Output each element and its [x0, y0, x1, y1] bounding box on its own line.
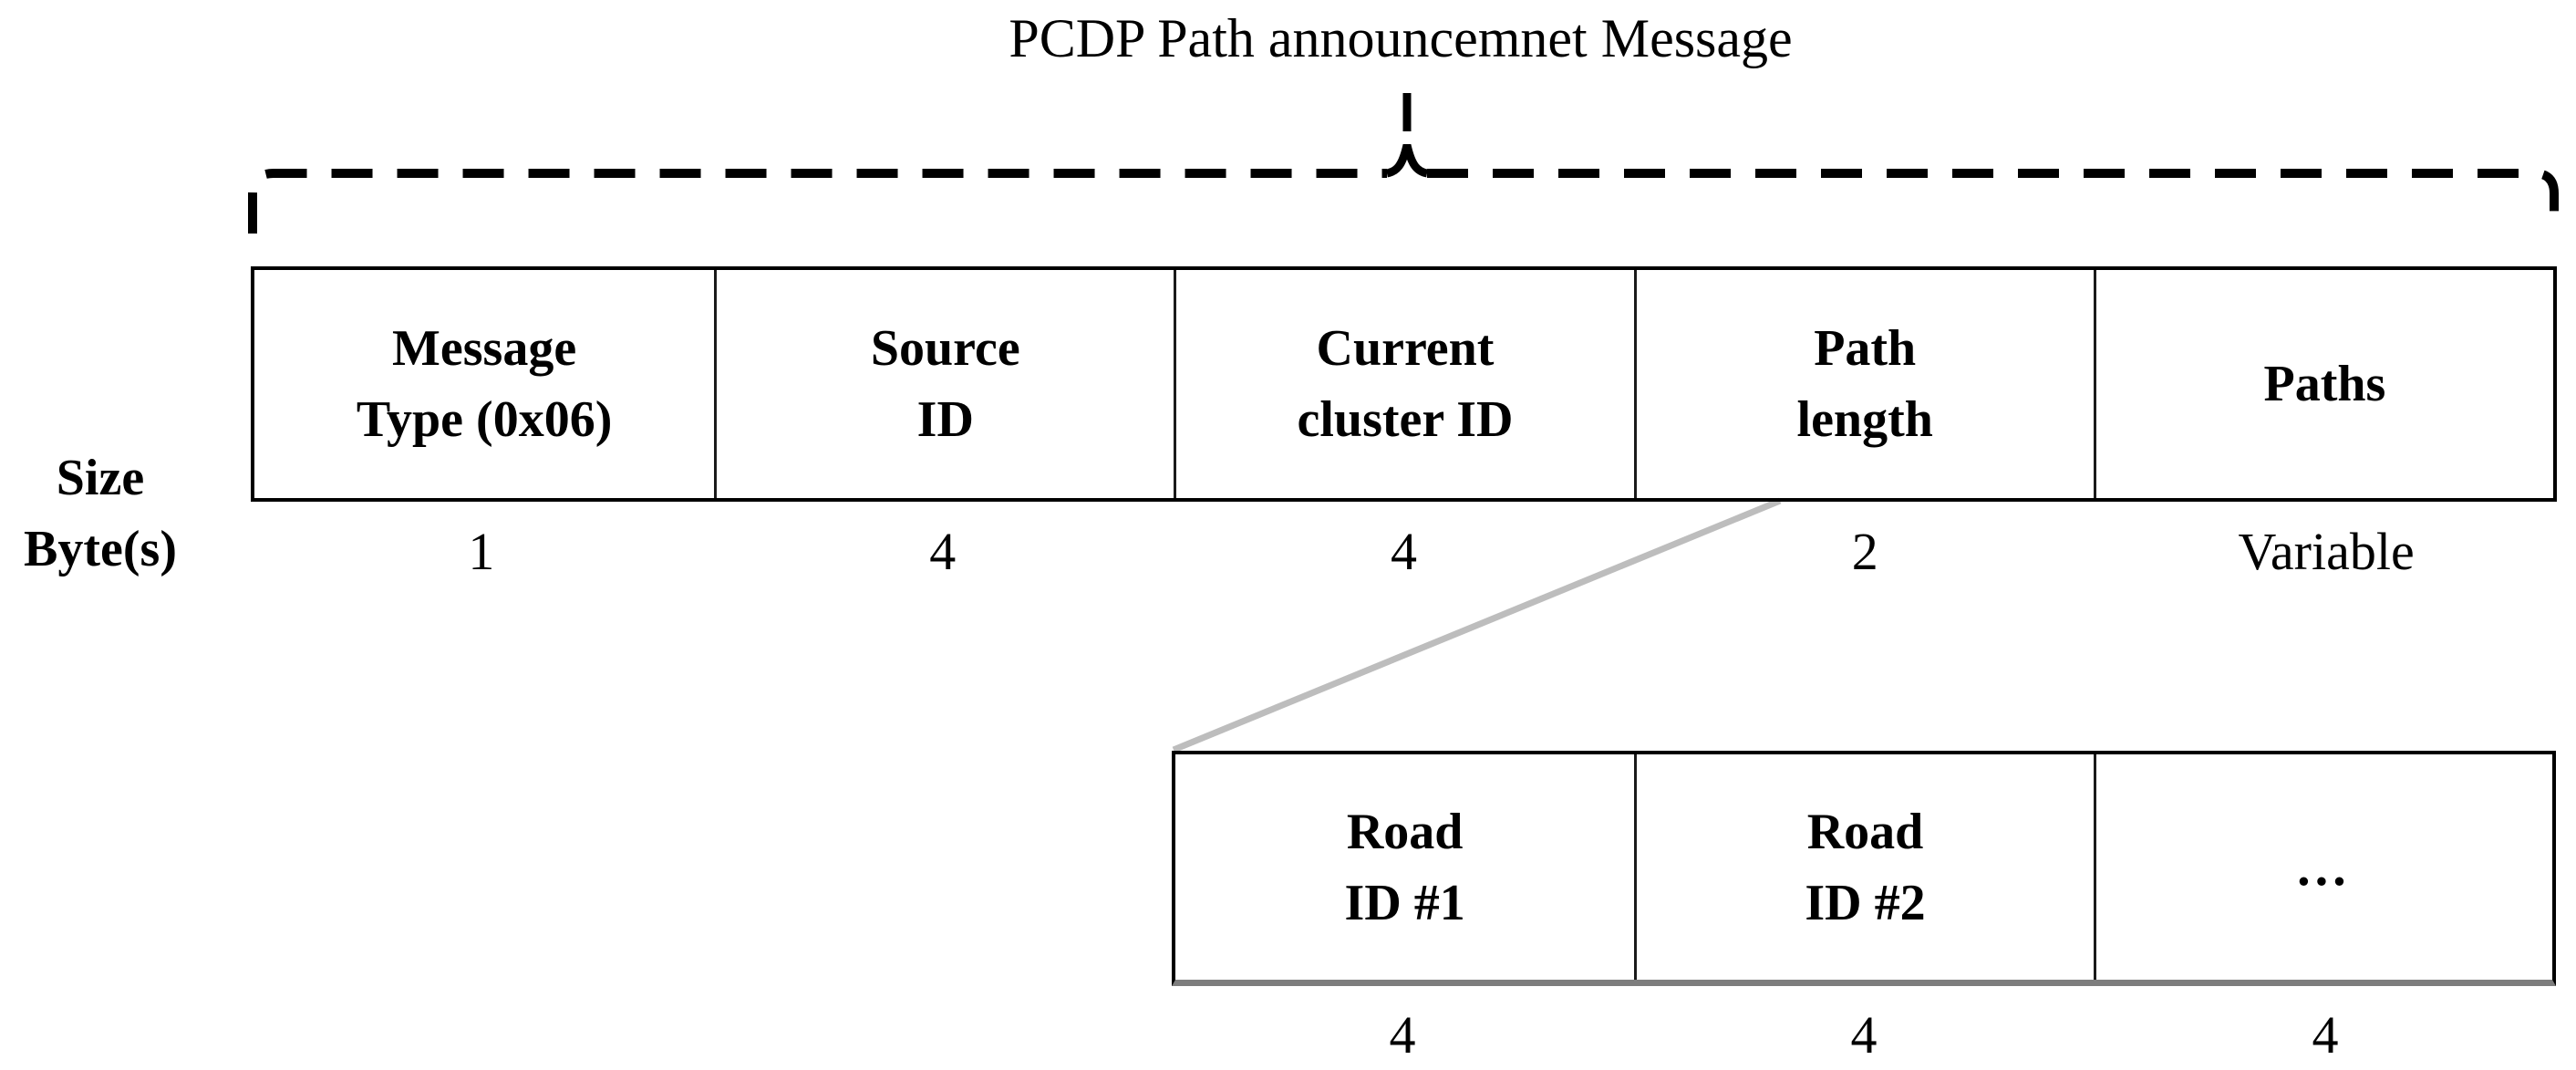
field-cell-road-id-more: … — [2093, 754, 2552, 980]
field-label-line: Road — [1806, 803, 1924, 860]
message-fields-table: Message Type (0x06) Source ID Current cl… — [251, 266, 2557, 502]
field-cell-road-id-1: Road ID #1 — [1175, 754, 1634, 980]
field-label-line: Paths — [2263, 356, 2386, 412]
field-cell-message-type: Message Type (0x06) — [254, 270, 714, 498]
diagram-title: PCDP Path announcemnet Message — [1009, 8, 1793, 68]
field-label-line: Road — [1346, 803, 1464, 860]
size-value-path-length: 2 — [1851, 522, 1878, 581]
brace-left-arm — [248, 169, 1387, 234]
size-value-road-id-more: 4 — [2312, 1005, 2339, 1065]
field-label-line: ID — [916, 391, 974, 448]
sub-size-row: 4 4 4 — [1172, 1000, 2556, 1070]
field-label-line: Current — [1316, 320, 1495, 377]
field-label-line: ID #2 — [1805, 874, 1926, 931]
expansion-line — [1172, 497, 1782, 753]
field-label-line: Path — [1814, 320, 1917, 377]
size-value-road-id-1: 4 — [1389, 1005, 1416, 1065]
size-value-source-id: 4 — [929, 522, 957, 581]
size-bytes-label: Size Byte(s) — [0, 442, 201, 585]
brace-center-spike — [1385, 143, 1429, 178]
field-cell-current-cluster-id: Current cluster ID — [1174, 270, 1633, 498]
field-label-line: Message — [392, 320, 577, 377]
field-label-line: Type (0x06) — [356, 391, 613, 448]
size-label-line2: Byte(s) — [24, 521, 177, 577]
field-label-line: cluster ID — [1297, 391, 1514, 448]
size-value-paths: Variable — [2238, 522, 2415, 581]
field-cell-path-length: Path length — [1633, 270, 2094, 498]
size-value-road-id-2: 4 — [1850, 1005, 1878, 1065]
field-label-line: length — [1796, 391, 1933, 448]
field-label-line: ID #1 — [1344, 874, 1465, 931]
field-cell-paths: Paths — [2093, 270, 2553, 498]
main-size-row: 1 4 4 2 Variable — [251, 516, 2557, 587]
size-value-message-type: 1 — [468, 522, 495, 581]
field-cell-road-id-2: Road ID #2 — [1634, 754, 2093, 980]
field-label-line: Source — [870, 320, 1020, 377]
size-value-current-cluster-id: 4 — [1390, 522, 1417, 581]
field-cell-source-id: Source ID — [714, 270, 1174, 498]
paths-detail-table: Road ID #1 Road ID #2 … — [1172, 751, 2556, 986]
size-label-line1: Size — [56, 450, 145, 506]
ellipsis-label: … — [2294, 836, 2354, 897]
brace-right-arm — [1427, 169, 2559, 234]
